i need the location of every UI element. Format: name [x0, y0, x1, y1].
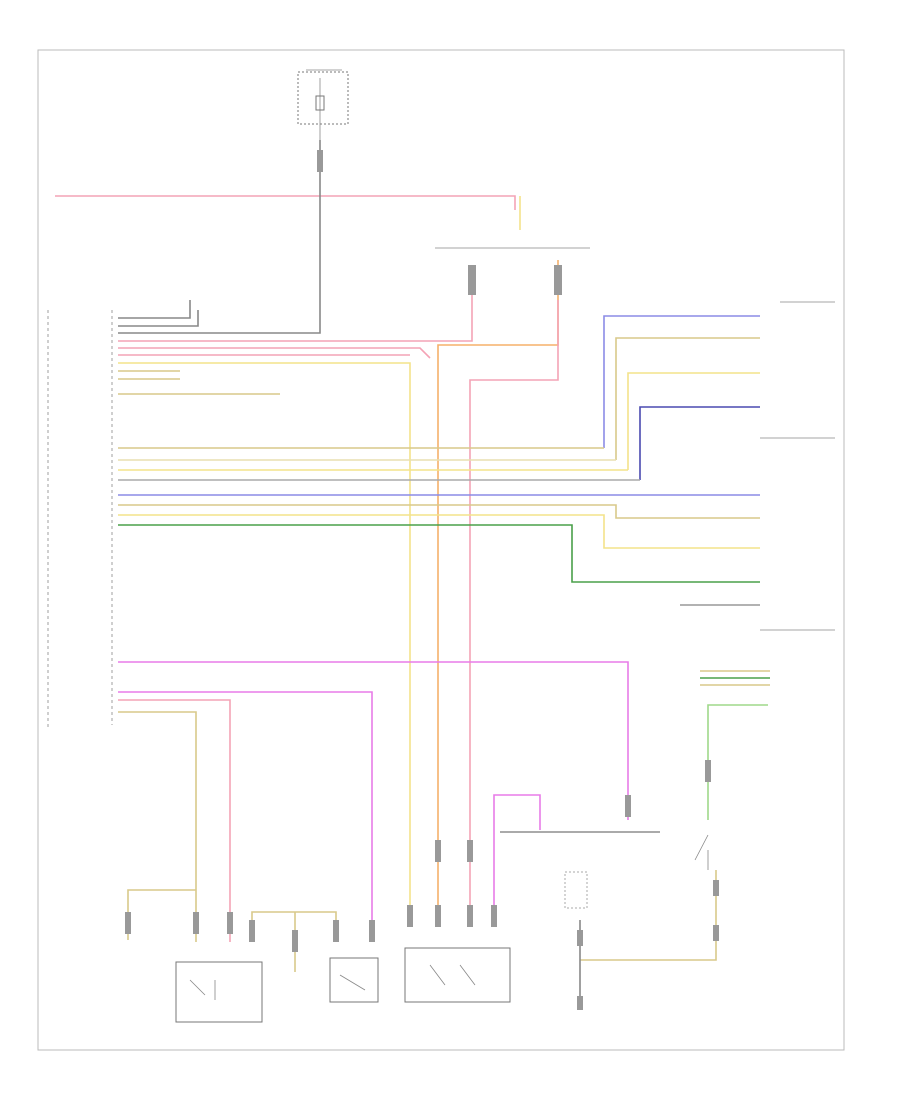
wire-navy-right	[639, 406, 760, 480]
wire-magenta-b	[118, 691, 373, 942]
wire-tan-bottom	[580, 870, 717, 961]
ground-symbol	[577, 996, 583, 1010]
wire-tan-lower	[118, 711, 197, 942]
wire-green-right	[707, 704, 768, 820]
connector-stubs	[125, 150, 719, 952]
wire-magenta-a	[118, 661, 629, 820]
wire-tan-right	[615, 337, 760, 460]
relay-box-3	[404, 947, 511, 1003]
wire-yellow-right	[627, 372, 760, 470]
wire-yellow-row	[118, 362, 411, 905]
control-module-boundary	[47, 310, 113, 730]
wire-magenta-c	[493, 794, 541, 905]
relay-box-2	[329, 957, 379, 1003]
wire-tan-bl	[127, 889, 196, 940]
wire-gray-1	[118, 300, 191, 319]
relay-dashed-box	[564, 871, 588, 909]
upper-connectors	[435, 247, 590, 295]
right-switch	[694, 834, 709, 870]
wire-gray-2	[118, 310, 199, 327]
wire-pink-top	[55, 195, 516, 210]
wire-pink-lower	[118, 699, 231, 942]
wire-pink-vertical	[469, 300, 559, 905]
wire-pink-row1	[118, 265, 473, 342]
right-switch-block	[760, 301, 835, 631]
fuse-block	[297, 69, 349, 140]
wire-row-tan-c	[118, 504, 760, 519]
relay-box-1	[175, 961, 263, 1023]
wire-pink-row2	[118, 347, 431, 359]
wire-blue-right	[603, 315, 760, 448]
wire-gray-fuse	[118, 140, 321, 334]
diagram-frame	[37, 49, 845, 1051]
wire-row-green	[118, 524, 760, 583]
wire-row-yellow-c	[118, 514, 760, 549]
